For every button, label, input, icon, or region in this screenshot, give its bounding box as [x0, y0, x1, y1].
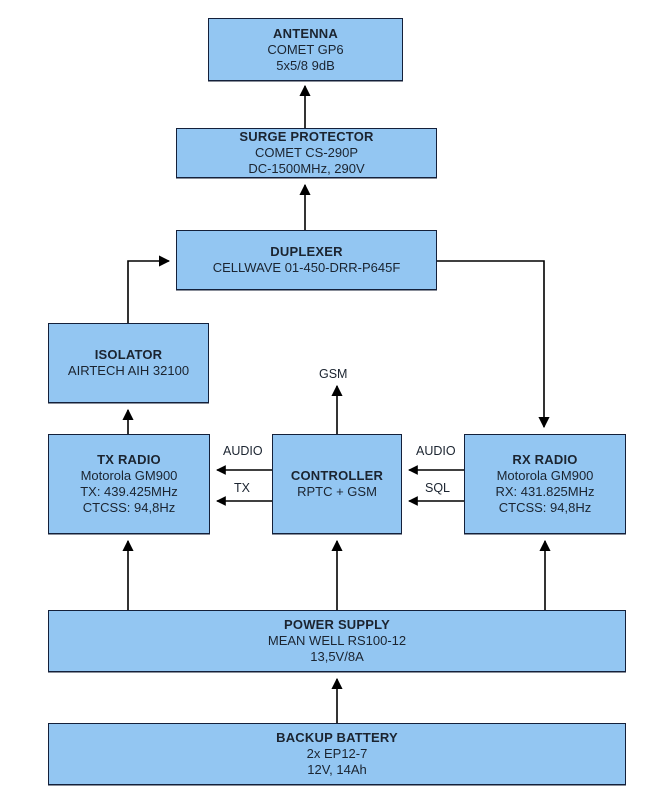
node-tx-radio-line2: TX: 439.425MHz: [80, 484, 178, 499]
edge-label-sql: SQL: [423, 481, 453, 495]
node-rx-radio[interactable]: RX RADIO Motorola GM900 RX: 431.825MHz C…: [464, 434, 626, 534]
node-isolator-title: ISOLATOR: [94, 347, 163, 362]
node-backup-battery-line2: 12V, 14Ah: [307, 762, 367, 777]
edge-label-tx: TX: [232, 481, 252, 495]
node-antenna-line1: COMET GP6: [267, 41, 344, 57]
node-power-supply[interactable]: POWER SUPPLY MEAN WELL RS100-12 13,5V/8A: [48, 610, 626, 672]
wire-isolator-to-duplexer: [127, 255, 171, 323]
node-tx-radio-title: TX RADIO: [97, 452, 161, 467]
edge-label-audio-rx: AUDIO: [414, 444, 458, 458]
node-isolator-line1: AIRTECH AIH 32100: [67, 363, 190, 378]
node-isolator[interactable]: ISOLATOR AIRTECH AIH 32100: [48, 323, 209, 403]
node-surge-protector-line2: DC-1500MHz, 290V: [248, 161, 365, 176]
node-tx-radio-line1: Motorola GM900: [80, 468, 178, 483]
node-surge-protector-title: SURGE PROTECTOR: [239, 129, 374, 144]
node-rx-radio-line3: CTCSS: 94,8Hz: [498, 500, 592, 515]
node-rx-radio-title: RX RADIO: [512, 452, 578, 467]
node-tx-radio-line3: CTCSS: 94,8Hz: [82, 500, 176, 515]
node-surge-protector[interactable]: SURGE PROTECTOR COMET CS-290P DC-1500MHz…: [176, 128, 437, 178]
wire-duplexer-to-rx: [437, 260, 550, 429]
node-antenna-title: ANTENNA: [273, 25, 338, 41]
node-controller[interactable]: CONTROLLER RPTC + GSM: [272, 434, 402, 534]
node-surge-protector-line1: COMET CS-290P: [254, 145, 359, 160]
edge-label-audio-tx: AUDIO: [221, 444, 265, 458]
node-rx-radio-line2: RX: 431.825MHz: [495, 484, 595, 499]
node-backup-battery-title: BACKUP BATTERY: [276, 730, 398, 745]
node-duplexer-line1: CELLWAVE 01-450-DRR-P645F: [212, 260, 401, 275]
node-backup-battery[interactable]: BACKUP BATTERY 2x EP12-7 12V, 14Ah: [48, 723, 626, 785]
edge-label-gsm: GSM: [317, 367, 350, 381]
node-controller-line1: RPTC + GSM: [297, 484, 377, 499]
node-antenna[interactable]: ANTENNA COMET GP6 5x5/8 9dB: [208, 18, 403, 81]
node-duplexer-title: DUPLEXER: [270, 244, 343, 259]
node-antenna-line2: 5x5/8 9dB: [276, 57, 335, 73]
node-rx-radio-line1: Motorola GM900: [496, 468, 594, 483]
node-power-supply-line1: MEAN WELL RS100-12: [267, 633, 407, 648]
node-power-supply-title: POWER SUPPLY: [284, 617, 390, 632]
node-controller-title: CONTROLLER: [290, 468, 384, 483]
node-power-supply-line2: 13,5V/8A: [310, 649, 364, 664]
node-duplexer[interactable]: DUPLEXER CELLWAVE 01-450-DRR-P645F: [176, 230, 437, 290]
node-tx-radio[interactable]: TX RADIO Motorola GM900 TX: 439.425MHz C…: [48, 434, 210, 534]
node-backup-battery-line1: 2x EP12-7: [306, 746, 368, 761]
